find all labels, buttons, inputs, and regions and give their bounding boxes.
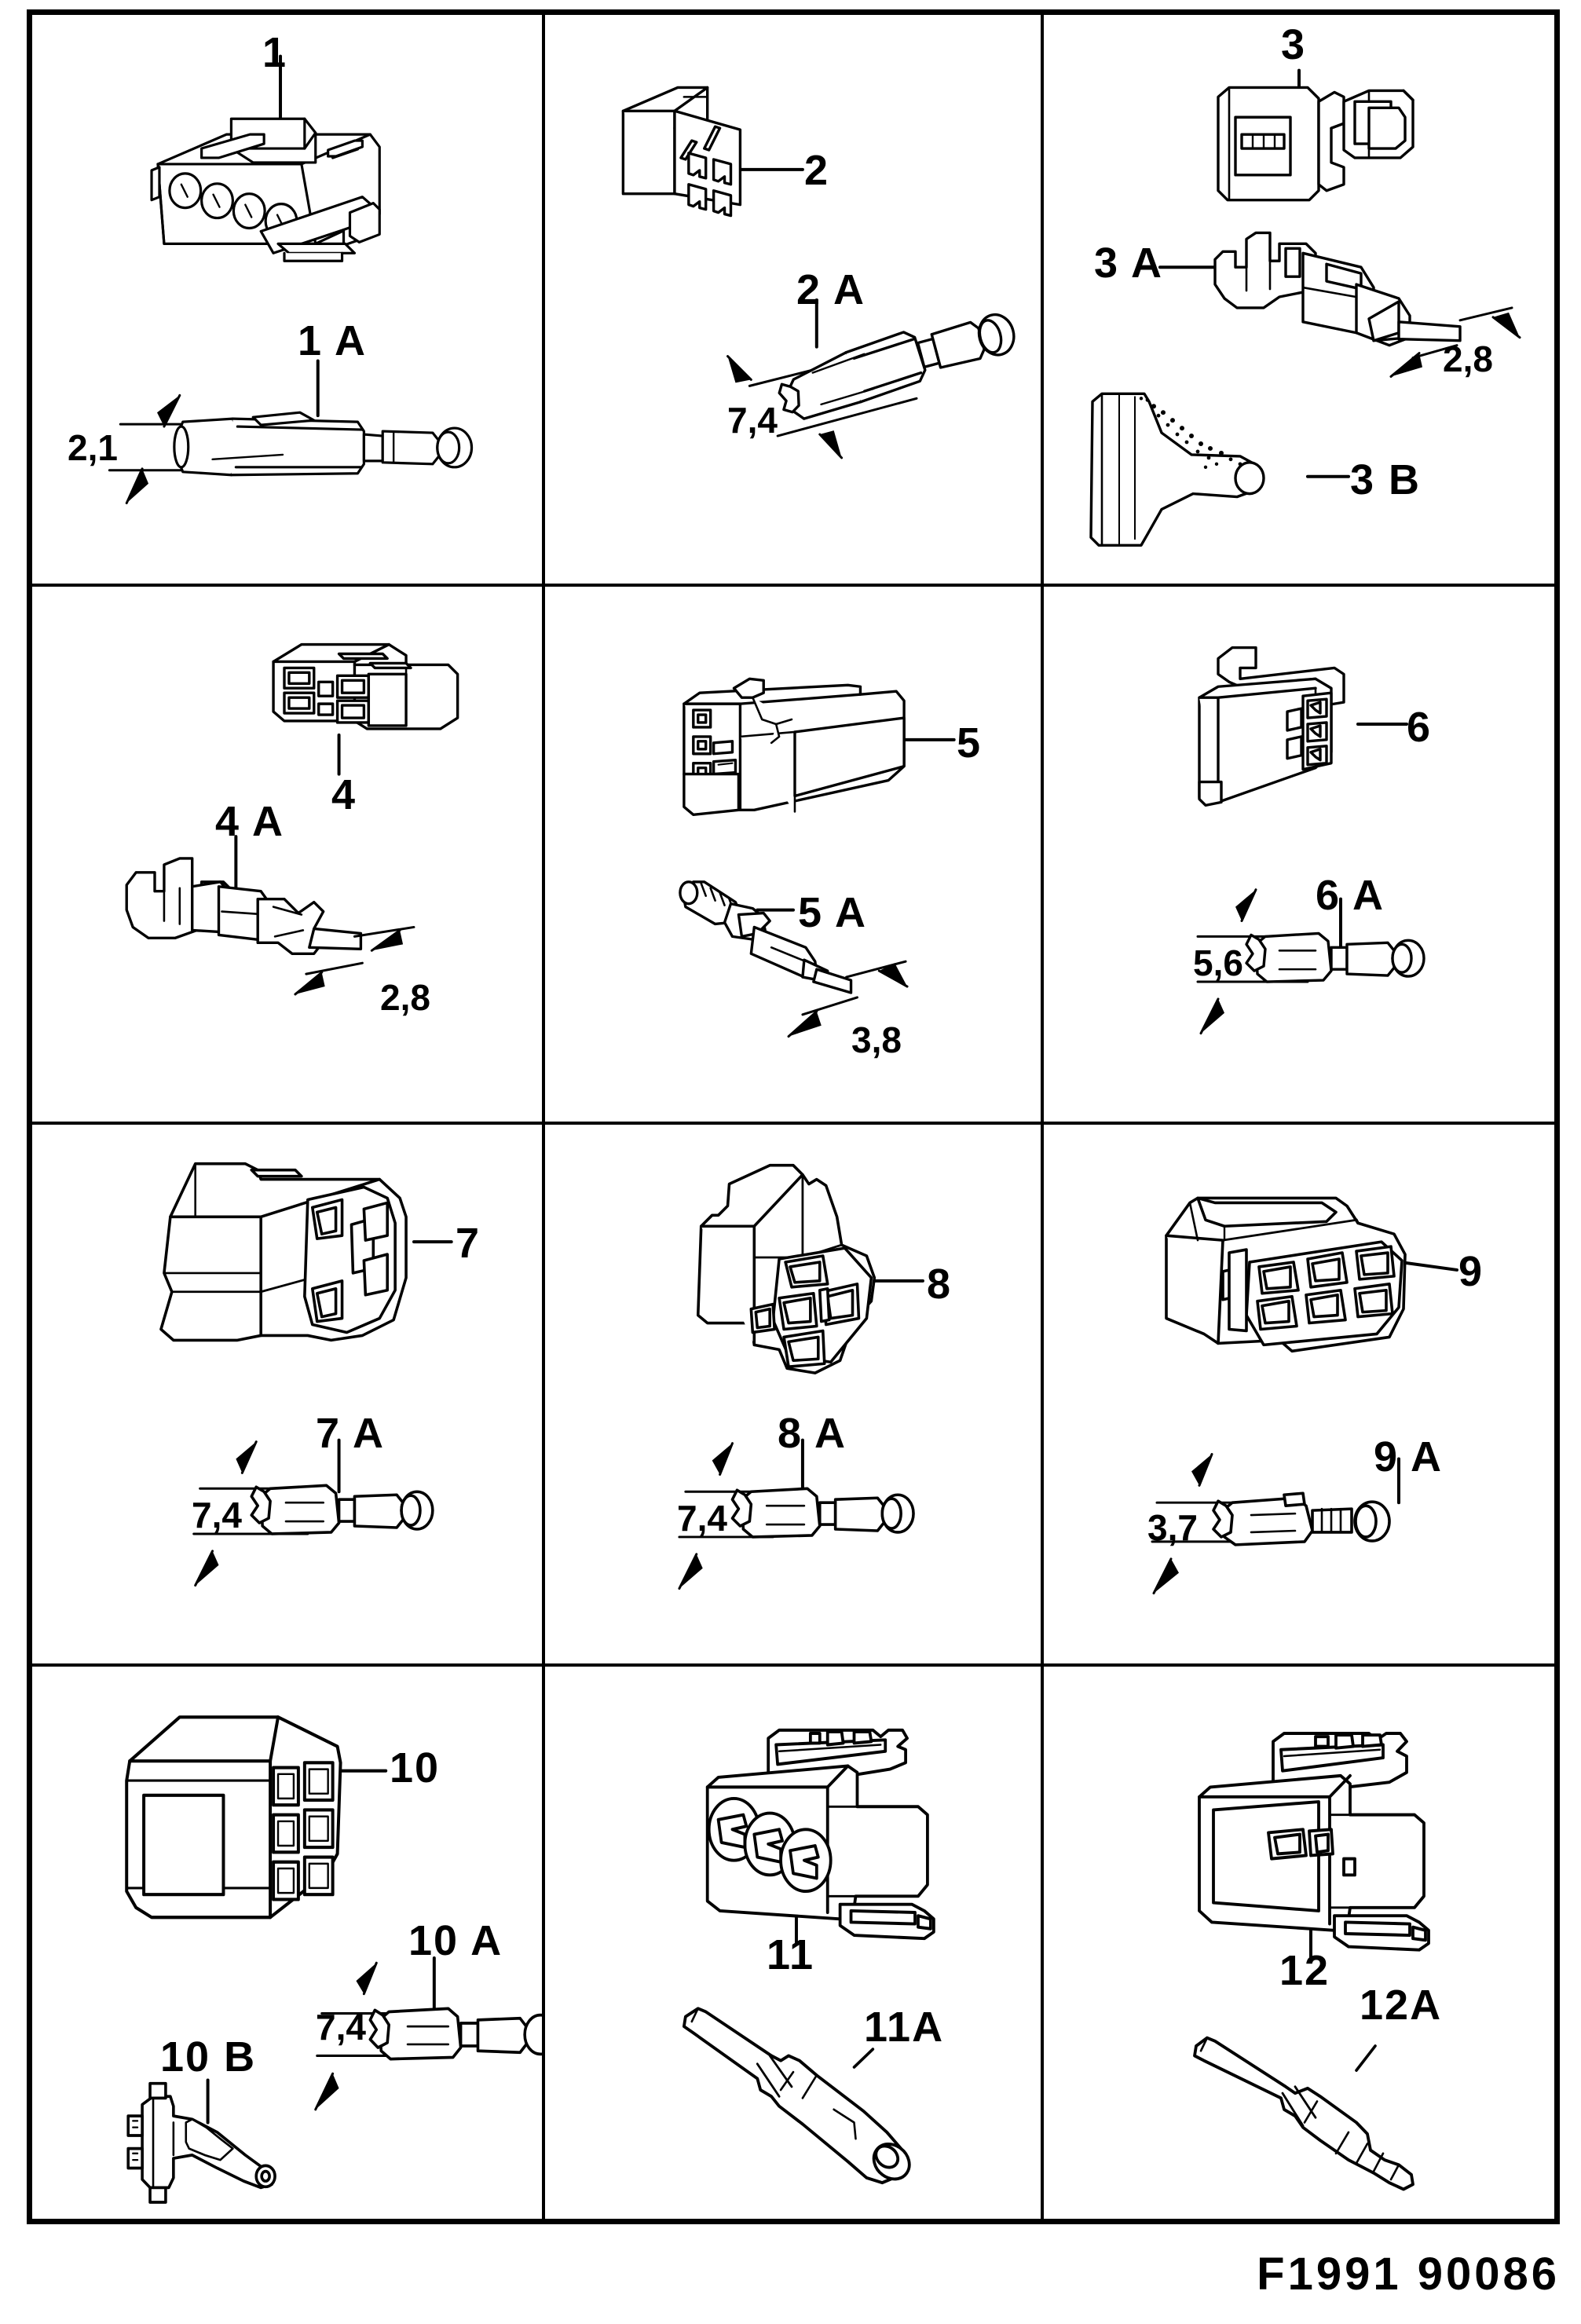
plate-border: [27, 9, 1560, 2224]
parts-grid: 1 1 A 2,1: [27, 9, 1560, 2224]
callout-ref-12a: 12A: [1360, 1982, 1443, 2029]
callout-ref-6a: 6 A: [1316, 872, 1385, 919]
drawing-housing-9: [1044, 1125, 1560, 1663]
dimension-8a: 7,4: [677, 1498, 727, 1539]
callout-ref-10a: 10 A: [408, 1917, 503, 1964]
callout-ref-5a: 5 A: [798, 889, 868, 936]
parts-cell-6[interactable]: 6 6 A 5,6: [1044, 587, 1560, 1125]
callout-ref-11a: 11A: [864, 2004, 945, 2051]
dimension-6a: 5,6: [1193, 942, 1243, 983]
callout-ref-4a: 4 A: [215, 798, 285, 845]
drawing-terminal-2a: [545, 9, 1041, 584]
drawing-terminal-12a: [1044, 1667, 1560, 2224]
drawing-terminal-9a: [1044, 1125, 1560, 1663]
drawing-housing-11: [545, 1667, 1041, 2224]
drawing-housing-1: [27, 9, 542, 584]
parts-cell-5[interactable]: 5 5 A 3,8: [545, 587, 1044, 1125]
callout-ref-2a: 2 A: [796, 266, 866, 313]
drawing-housing-3: [1044, 9, 1560, 584]
callout-ref-1a: 1 A: [298, 317, 368, 364]
parts-cell-10[interactable]: 10 10 A 7,4 10 B: [27, 1667, 545, 2224]
drawing-housing-7: [27, 1125, 542, 1663]
dimension-7a: 7,4: [192, 1495, 242, 1535]
parts-cell-4[interactable]: 4 4 A 2,8: [27, 587, 545, 1125]
callout-ref-1: 1: [262, 29, 288, 76]
plate-frame: 1 1 A 2,1: [27, 9, 1560, 2224]
parts-cell-1[interactable]: 1 1 A 2,1: [27, 9, 545, 587]
drawing-housing-8: [545, 1125, 1041, 1663]
callout-ref-7: 7: [456, 1220, 481, 1267]
callout-ref-3: 3: [1281, 21, 1307, 68]
drawing-terminal-5a: [545, 587, 1041, 1122]
drawing-terminal-6a: [1044, 587, 1560, 1122]
parts-cell-2[interactable]: 2 2 A 7,4: [545, 9, 1044, 587]
drawing-housing-6: [1044, 587, 1560, 1122]
drawing-terminal-3b: [1044, 9, 1560, 584]
callout-ref-3b: 3 B: [1350, 456, 1422, 503]
drawing-terminal-8a: [545, 1125, 1041, 1663]
callout-ref-10b: 10 B: [160, 2033, 257, 2081]
dimension-9a: 3,7: [1147, 1507, 1198, 1548]
callout-ref-9: 9: [1458, 1248, 1484, 1295]
drawing-terminal-10a: [27, 1667, 542, 2224]
drawing-housing-2: [545, 9, 1041, 584]
drawing-terminal-4a: [27, 587, 542, 1122]
drawing-housing-12: [1044, 1667, 1560, 2224]
callout-ref-8a: 8 A: [778, 1410, 847, 1457]
parts-cell-3[interactable]: 3 3 A 2,8 3 B: [1044, 9, 1560, 587]
drawing-terminal-10b: [27, 1667, 542, 2224]
dimension-3a: 2,8: [1443, 339, 1493, 379]
dimension-5a: 3,8: [851, 1019, 902, 1060]
drawing-terminal-11a: [545, 1667, 1041, 2224]
callout-ref-5: 5: [957, 719, 983, 767]
callout-ref-10: 10: [390, 1744, 441, 1791]
drawing-terminal-3a: [1044, 9, 1560, 584]
callout-ref-2: 2: [804, 147, 830, 194]
parts-cell-9[interactable]: 9 9 A 3,7: [1044, 1125, 1560, 1667]
drawing-terminal-7a: [27, 1125, 542, 1663]
drawing-housing-5: [545, 587, 1041, 1122]
drawing-housing-4: [27, 587, 542, 1122]
callout-ref-8: 8: [927, 1261, 953, 1308]
dimension-1a: 2,1: [68, 427, 118, 468]
drawing-housing-10: [27, 1667, 542, 2224]
callout-ref-3a: 3 A: [1094, 240, 1164, 287]
dimension-2a: 7,4: [727, 400, 778, 441]
callout-ref-7a: 7 A: [316, 1410, 386, 1457]
parts-cell-7[interactable]: 7 7 A 7,4: [27, 1125, 545, 1667]
callout-ref-9a: 9 A: [1374, 1433, 1444, 1480]
callout-ref-11: 11: [767, 1931, 815, 1978]
callout-ref-4: 4: [331, 771, 357, 818]
callout-ref-12: 12: [1279, 1947, 1330, 1994]
parts-cell-12[interactable]: 12 12A: [1044, 1667, 1560, 2224]
drawing-terminal-1a: [27, 9, 542, 584]
dimension-10a: 7,4: [316, 2007, 366, 2048]
parts-cell-11[interactable]: 11 11A: [545, 1667, 1044, 2224]
plate-code: F1991 90086: [1257, 2249, 1560, 2300]
parts-cell-8[interactable]: 8 8 A 7,4: [545, 1125, 1044, 1667]
dimension-4a: 2,8: [380, 977, 430, 1018]
callout-ref-6: 6: [1407, 704, 1433, 751]
